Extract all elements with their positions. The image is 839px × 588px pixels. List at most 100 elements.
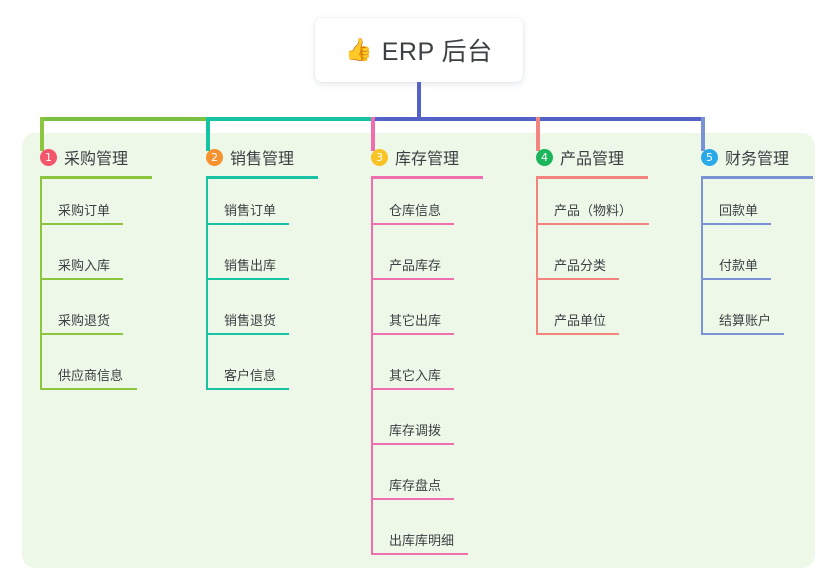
list-item[interactable]: 其它入库	[354, 344, 483, 399]
list-item[interactable]: 采购退货	[23, 289, 152, 344]
column-title-3: 库存管理	[395, 151, 460, 168]
list-item[interactable]: 库存调拨	[354, 399, 483, 454]
column-title-5: 财务管理	[725, 151, 790, 168]
root-connector-stem	[417, 82, 421, 119]
list-item-label: 库存调拨	[389, 423, 442, 438]
column-items-1: 采购订单采购入库采购退货供应商信息	[23, 179, 152, 399]
list-item-rule	[701, 278, 771, 280]
list-item[interactable]: 结算账户	[684, 289, 813, 344]
list-item[interactable]: 出库库明细	[354, 509, 483, 564]
list-item-label: 仓库信息	[389, 203, 442, 218]
column-header-rule-3	[371, 176, 483, 179]
connector-drop-5	[701, 117, 705, 151]
list-item-rule	[206, 388, 289, 390]
thumbs-up-icon: 👍	[345, 37, 373, 62]
list-item[interactable]: 回款单	[684, 179, 813, 234]
list-item[interactable]: 其它出库	[354, 289, 483, 344]
list-item-rule	[371, 443, 454, 445]
column-title-4: 产品管理	[560, 151, 625, 168]
column-trunk-4	[536, 179, 538, 335]
list-item-label: 其它出库	[389, 313, 442, 328]
list-item-rule	[40, 223, 123, 225]
list-item-rule	[371, 223, 454, 225]
list-item-label: 采购入库	[58, 258, 111, 273]
column-header-4[interactable]: 4 产品管理	[519, 146, 648, 168]
title-card: 👍 ERP 后台	[315, 18, 523, 82]
column-badge-1: 1	[40, 148, 57, 166]
column-badge-4: 4	[536, 148, 553, 166]
column-badge-5: 5	[701, 148, 718, 166]
list-item[interactable]: 产品库存	[354, 234, 483, 289]
column-3: 3 库存管理仓库信息产品库存其它出库其它入库库存调拨库存盘点出库库明细	[354, 146, 483, 564]
list-item-label: 产品单位	[554, 313, 607, 328]
list-item-rule	[40, 388, 137, 390]
list-item-rule	[701, 223, 771, 225]
column-badge-2: 2	[206, 148, 223, 166]
list-item-rule	[371, 333, 454, 335]
column-header-3[interactable]: 3 库存管理	[354, 146, 483, 168]
list-item[interactable]: 销售出库	[189, 234, 318, 289]
column-items-4: 产品（物料） 产品分类产品单位	[519, 179, 649, 344]
column-header-1[interactable]: 1 采购管理	[23, 146, 152, 168]
list-item[interactable]: 产品单位	[519, 289, 648, 344]
column-items-5: 回款单付款单结算账户	[684, 179, 813, 344]
list-item-label: 结算账户	[719, 313, 772, 328]
list-item[interactable]: 采购入库	[23, 234, 152, 289]
list-item-rule	[536, 278, 619, 280]
connector-bus-segment-2	[206, 117, 375, 121]
list-item-rule	[536, 333, 619, 335]
list-item[interactable]: 付款单	[684, 234, 813, 289]
list-item-label: 付款单	[719, 258, 759, 273]
list-item-label: 回款单	[719, 203, 759, 218]
column-header-rule-2	[206, 176, 318, 179]
list-item-rule	[40, 333, 123, 335]
list-item[interactable]: 销售订单	[189, 179, 318, 234]
list-item-rule	[371, 278, 454, 280]
list-item-rule	[40, 278, 123, 280]
list-item-label: 产品分类	[554, 258, 607, 273]
list-item-label: 销售订单	[224, 203, 277, 218]
list-item-rule	[371, 388, 454, 390]
column-header-rule-4	[536, 176, 648, 179]
list-item[interactable]: 采购订单	[23, 179, 152, 234]
column-title-1: 采购管理	[64, 151, 129, 168]
list-item-label: 产品（物料）	[554, 203, 633, 218]
list-item[interactable]: 供应商信息	[23, 344, 152, 399]
column-items-3: 仓库信息产品库存其它出库其它入库库存调拨库存盘点出库库明细	[354, 179, 483, 564]
list-item-label: 出库库明细	[389, 533, 455, 548]
list-item[interactable]: 产品（物料）	[519, 179, 649, 234]
connector-bus-segment-1	[40, 117, 210, 121]
column-trunk-1	[40, 179, 42, 390]
list-item[interactable]: 销售退货	[189, 289, 318, 344]
column-trunk-5	[701, 179, 703, 335]
list-item-label: 其它入库	[389, 368, 442, 383]
column-1: 1 采购管理采购订单采购入库采购退货供应商信息	[23, 146, 152, 399]
list-item[interactable]: 产品分类	[519, 234, 648, 289]
column-badge-3: 3	[371, 148, 388, 166]
list-item-rule	[701, 333, 784, 335]
diagram-panel	[22, 133, 815, 568]
connector-drop-3	[371, 117, 375, 151]
list-item[interactable]: 客户信息	[189, 344, 318, 399]
connector-drop-4	[536, 117, 540, 151]
list-item-rule	[206, 278, 289, 280]
list-item-rule	[371, 498, 454, 500]
list-item[interactable]: 仓库信息	[354, 179, 483, 234]
list-item-rule	[206, 223, 289, 225]
list-item-label: 销售退货	[224, 313, 277, 328]
connector-drop-1	[40, 117, 44, 151]
column-trunk-3	[371, 179, 373, 555]
column-header-rule-1	[40, 176, 152, 179]
list-item-label: 采购订单	[58, 203, 111, 218]
list-item[interactable]: 库存盘点	[354, 454, 483, 509]
list-item-label: 供应商信息	[58, 368, 124, 383]
page-title: ERP 后台	[381, 38, 493, 66]
column-header-5[interactable]: 5 财务管理	[684, 146, 813, 168]
list-item-rule	[206, 333, 289, 335]
column-header-rule-5	[701, 176, 813, 179]
list-item-label: 客户信息	[224, 368, 277, 383]
connector-drop-2	[206, 117, 210, 151]
list-item-rule	[371, 553, 468, 555]
